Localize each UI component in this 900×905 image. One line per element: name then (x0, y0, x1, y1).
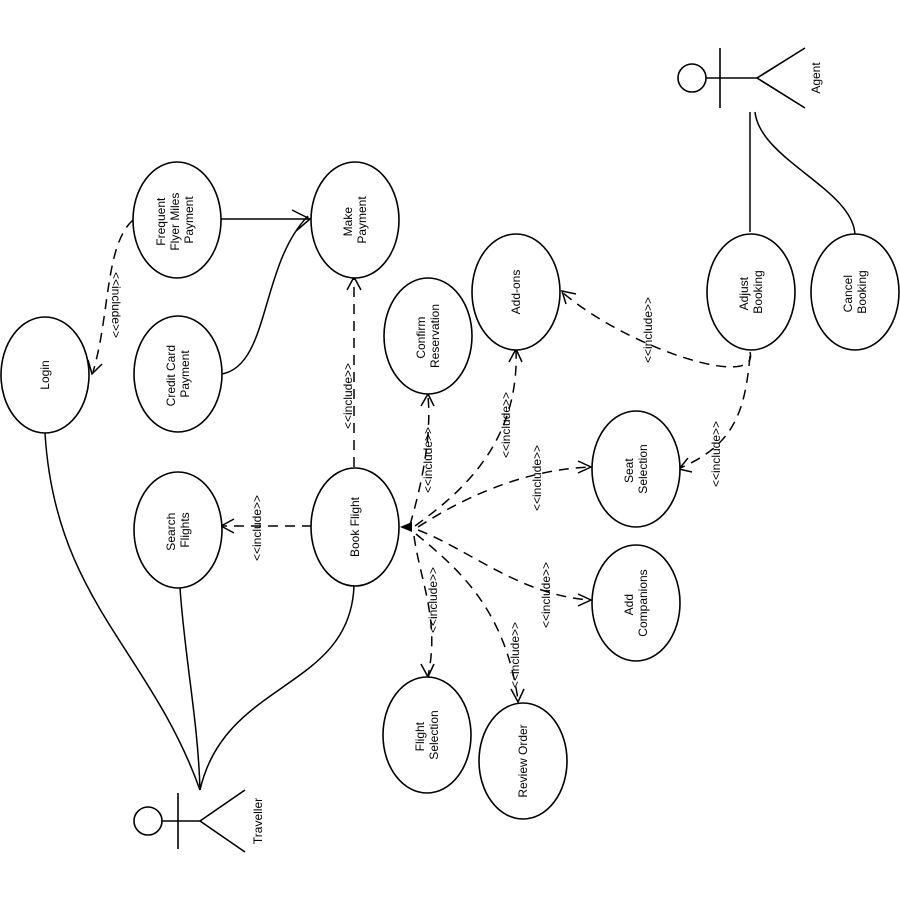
use-case-label: Adjust Booking (737, 270, 765, 313)
use-case-make-payment[interactable]: Make Payment (310, 161, 400, 279)
use-case-label: Flight Selection (413, 710, 441, 759)
use-case-seat-selection[interactable]: Seat Selection (591, 410, 681, 528)
include-origin-marker (400, 522, 412, 532)
use-case-label: Login (38, 360, 52, 389)
include-book-seat (417, 466, 591, 528)
include-label-book-flightsel: <<include>> (426, 567, 440, 633)
use-case-add-ons[interactable]: Add-ons (471, 233, 561, 351)
include-adjust-addons (561, 291, 752, 368)
assoc-login-traveller (44, 432, 201, 791)
include-label-book-search: <<include>> (250, 495, 264, 561)
assoc-agent-cancel (754, 111, 856, 237)
use-case-label: Cancel Booking (841, 270, 869, 313)
use-case-label: Book Flight (348, 496, 362, 557)
arrowhead-review (510, 688, 525, 704)
use-case-frequent-flyer-payment[interactable]: Frequent Flyer Miles Payment (132, 161, 222, 279)
assoc-search-traveller (179, 587, 201, 791)
include-label-book-make: <<include>> (341, 363, 355, 429)
include-label-book-addons: <<include>> (499, 392, 513, 458)
arrowhead-companions (577, 593, 593, 607)
use-case-confirm-reservation[interactable]: Confirm Reservation (383, 277, 473, 395)
assoc-credit-make (221, 215, 309, 375)
actor-traveller-label: Traveller (251, 798, 265, 844)
actor-agent[interactable]: Agent (677, 47, 823, 109)
use-case-flight-selection[interactable]: Flight Selection (382, 676, 472, 794)
arrowhead-seat-2 (677, 457, 693, 473)
include-label-adjust-addons: <<include>> (641, 297, 655, 363)
use-case-label: Confirm Reservation (414, 304, 442, 368)
use-case-cancel-booking[interactable]: Cancel Booking (810, 233, 900, 351)
include-label-book-review: <<include>> (508, 622, 522, 688)
arrowhead-flightsel (420, 663, 435, 679)
arrowhead-login (87, 359, 103, 376)
assoc-book-traveller (199, 585, 355, 791)
use-case-label: Add-ons (509, 270, 523, 315)
use-case-add-companions[interactable]: Add Companions (591, 544, 681, 662)
include-label-book-companions: <<include>> (539, 562, 553, 628)
include-book-companions (417, 529, 591, 601)
use-case-adjust-booking[interactable]: Adjust Booking (706, 233, 796, 351)
use-case-book-flight[interactable]: Book Flight (310, 467, 400, 587)
use-case-review-order[interactable]: Review Order (478, 702, 568, 820)
arrowhead-addons-2 (560, 289, 577, 305)
arrowhead-seat (577, 460, 593, 474)
include-book-review (415, 533, 519, 701)
use-case-label: Search Flights (164, 509, 192, 550)
include-label-adjust-seat: <<include>> (709, 421, 723, 487)
include-label-book-seat: <<include>> (530, 445, 544, 511)
use-case-label: Review Order (516, 724, 530, 797)
arrowhead-confirm (420, 392, 435, 407)
actor-traveller[interactable]: Traveller (133, 789, 265, 853)
generalization-arrowhead (291, 209, 312, 232)
include-book-addons (414, 349, 517, 527)
include-book-flightsel (413, 535, 433, 677)
use-case-label: Add Companions (622, 569, 650, 636)
include-adjust-seat (679, 355, 751, 469)
include-label-frequent-login: <<include>> (109, 272, 123, 338)
use-case-label: Make Payment (341, 196, 369, 244)
use-case-login[interactable]: Login (0, 316, 90, 434)
use-case-label: Seat Selection (622, 444, 650, 493)
use-case-label: Frequent Flyer Miles Payment (154, 189, 196, 250)
include-label-book-confirm: <<include>> (421, 427, 435, 493)
actor-agent-label: Agent (809, 62, 823, 94)
use-case-search-flights[interactable]: Search Flights (133, 471, 223, 589)
use-case-label: Credit Card Payment (164, 342, 192, 407)
include-frequent-login (92, 219, 134, 373)
use-case-credit-card-payment[interactable]: Credit Card Payment (133, 315, 223, 433)
